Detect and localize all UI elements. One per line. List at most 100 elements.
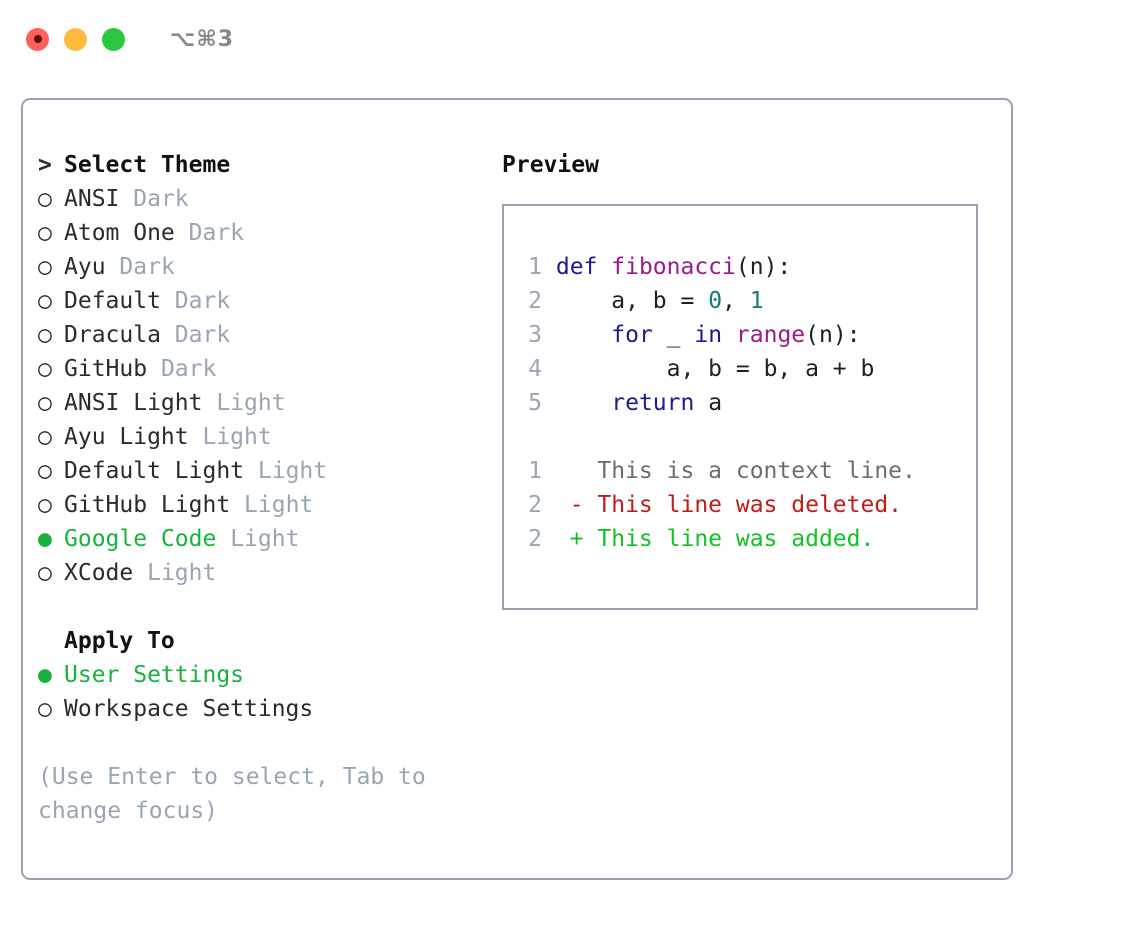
code-token-pln [722, 322, 736, 348]
gutter-gap [542, 356, 556, 382]
theme-name-variant-separator [147, 356, 161, 382]
diff-sample: 1 This is a context line.2 - This line w… [504, 454, 976, 556]
theme-variant: Dark [188, 220, 245, 246]
apply-to-title: Apply To [64, 628, 175, 654]
diff-line-text: - This line was deleted. [542, 492, 903, 518]
diff-line-number: 1 [528, 458, 542, 484]
radio-unselected-icon: ○ [38, 458, 52, 484]
code-token-num: 0 [708, 288, 723, 314]
line-number: 1 [528, 254, 542, 280]
code-line: 1 def fibonacci(n): [504, 250, 976, 284]
apply-to-section: Apply To [38, 624, 478, 658]
code-token-kw: in [694, 322, 723, 348]
theme-variant: Dark [174, 322, 231, 348]
code-token-pln: (n): [805, 322, 861, 348]
radio-unselected-icon: ○ [38, 560, 52, 586]
theme-name: Dracula [64, 322, 161, 348]
theme-name: ANSI Light [64, 390, 203, 416]
theme-name-variant-separator [202, 390, 216, 416]
diff-line-text: + This line was added. [542, 526, 875, 552]
theme-name: Default [64, 288, 161, 314]
theme-list-item[interactable]: ○Default Dark [38, 284, 478, 318]
apply-to-option[interactable]: ○ Workspace Settings [38, 692, 478, 726]
line-number: 5 [528, 390, 542, 416]
theme-name-variant-separator [244, 458, 258, 484]
theme-variant: Light [230, 526, 300, 552]
traffic-lights [26, 27, 125, 51]
theme-list-item[interactable]: ○ Ayu Dark [38, 250, 478, 284]
theme-list-item[interactable]: ● Google Code Light [38, 522, 478, 556]
diff-line-number: 2 [528, 492, 542, 518]
theme-variant: Dark [160, 356, 217, 382]
theme-variant: Dark [119, 254, 175, 280]
close-button[interactable] [26, 27, 49, 51]
theme-list-item[interactable]: ○ Default Light Light [38, 454, 478, 488]
theme-list-item[interactable]: ○GitHub Dark [38, 352, 478, 386]
theme-name: ANSI [64, 186, 120, 212]
theme-name: Ayu Light [64, 424, 189, 450]
code-token-fn: fibonacci [611, 254, 736, 280]
theme-name-variant-separator [106, 254, 120, 280]
code-token-pln: _ [652, 322, 695, 348]
theme-name: Ayu [64, 254, 106, 280]
gutter-gap [542, 254, 556, 280]
apply-to-options: ● User Settings ○ Workspace Settings [38, 658, 478, 726]
prompt-caret-icon: > [38, 152, 52, 178]
diff-line-number: 2 [528, 526, 542, 552]
window-titlebar: ⌥⌘3 [0, 0, 1140, 78]
theme-name: Default Light [64, 458, 245, 484]
theme-list-item[interactable]: ○XCode Light [38, 556, 478, 590]
theme-list-item[interactable]: ○ Atom One Dark [38, 216, 478, 250]
theme-name-variant-separator [230, 492, 244, 518]
code-token-fn: range [735, 322, 806, 348]
theme-name: Atom One [64, 220, 175, 246]
theme-list-item[interactable]: ○ Dracula Dark [38, 318, 478, 352]
code-token-pln: (n): [735, 254, 792, 280]
radio-unselected-icon: ○ [38, 220, 52, 246]
theme-name-variant-separator [189, 424, 203, 450]
gutter-gap [542, 288, 556, 314]
code-token-kw: for [611, 322, 653, 348]
minimize-button[interactable] [64, 27, 87, 51]
theme-list-item[interactable]: ○ANSI Dark [38, 182, 478, 216]
code-token-kw: def [555, 254, 612, 280]
preview-panel: Preview 1 def fibonacci(n):2 a, b = 0, 1… [502, 148, 992, 610]
code-token-pln: a [694, 390, 723, 416]
diff-line: 2 + This line was added. [504, 522, 976, 556]
theme-list-item[interactable]: ○Ayu Light Light [38, 420, 478, 454]
radio-unselected-icon: ○ [38, 696, 52, 722]
line-number: 4 [528, 356, 542, 382]
theme-picker-title: >Select Theme [38, 148, 478, 182]
line-number: 2 [528, 288, 542, 314]
diff-line: 1 This is a context line. [504, 454, 976, 488]
radio-unselected-icon: ○ [38, 322, 52, 348]
line-number: 3 [528, 322, 542, 348]
code-line: 2 a, b = 0, 1 [504, 284, 976, 318]
theme-name-variant-separator [161, 288, 175, 314]
apply-to-option[interactable]: ● User Settings [38, 658, 478, 692]
apply-to-option-label: User Settings [64, 662, 245, 688]
radio-selected-icon: ● [38, 526, 52, 552]
radio-unselected-icon: ○ [38, 424, 52, 450]
theme-variant: Light [257, 458, 328, 484]
radio-unselected-icon: ○ [38, 254, 52, 280]
code-token-num: 1 [749, 288, 764, 314]
theme-name-variant-separator [161, 322, 175, 348]
radio-selected-icon: ● [38, 662, 52, 688]
gutter-gap [542, 390, 556, 416]
apply-to-option-label: Workspace Settings [64, 696, 314, 722]
code-line: 4 a, b = b, a + b [504, 352, 976, 386]
theme-list-item[interactable]: ○GitHub Light Light [38, 488, 478, 522]
theme-list-item[interactable]: ○ANSI Light Light [38, 386, 478, 420]
theme-name: Google Code [64, 526, 217, 552]
maximize-button[interactable] [102, 27, 125, 51]
diff-line: 2 - This line was deleted. [504, 488, 976, 522]
theme-list: ○ANSI Dark○Atom One Dark○Ayu Dark○Defaul… [38, 182, 478, 590]
code-line: 3 for _ in range(n): [504, 318, 976, 352]
code-token-kw: return [611, 390, 695, 416]
radio-unselected-icon: ○ [38, 492, 52, 518]
theme-name-variant-separator [216, 526, 230, 552]
code-token-pln: a, b = b, a + b [555, 356, 875, 382]
